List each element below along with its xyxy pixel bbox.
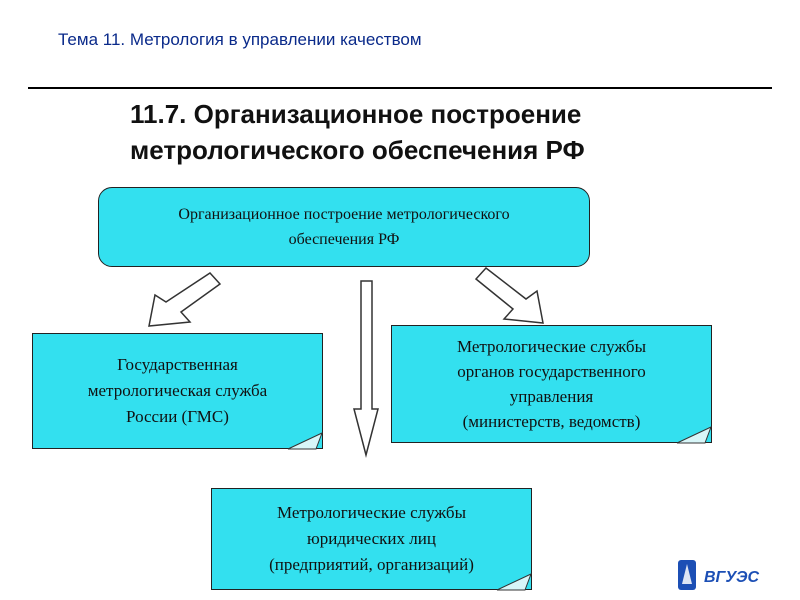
- slide-title: 11.7. Организационное построение метроло…: [130, 99, 585, 165]
- root-node: Организационное построение метрологическ…: [98, 187, 590, 267]
- arrow-to-legal-entities: [353, 280, 379, 458]
- gov-services-node: Метрологические службы органов государст…: [391, 325, 712, 443]
- legal-entities-node: Метрологические службы юридических лиц (…: [211, 488, 532, 590]
- university-logo: ВГУЭС: [678, 560, 760, 590]
- logo-text: ВГУЭС: [704, 569, 760, 586]
- arrow-to-gov-services: [474, 266, 544, 324]
- header-divider: [28, 87, 772, 89]
- root-node-label: Организационное построение метрологическ…: [178, 206, 510, 248]
- gms-node-label: Государственная метрологическая служба Р…: [87, 355, 268, 426]
- legal-entities-node-label: Метрологические службы юридических лиц (…: [269, 503, 474, 574]
- gms-fold-corner: [287, 432, 323, 450]
- gov-services-node-label: Метрологические службы органов государст…: [456, 337, 647, 431]
- legal-fold-corner: [496, 573, 532, 591]
- gov-fold-corner: [676, 426, 712, 444]
- arrow-to-gms: [148, 272, 222, 327]
- topic-heading: Тема 11. Метрология в управлении качеств…: [58, 30, 422, 49]
- gms-node: Государственная метрологическая служба Р…: [32, 333, 323, 449]
